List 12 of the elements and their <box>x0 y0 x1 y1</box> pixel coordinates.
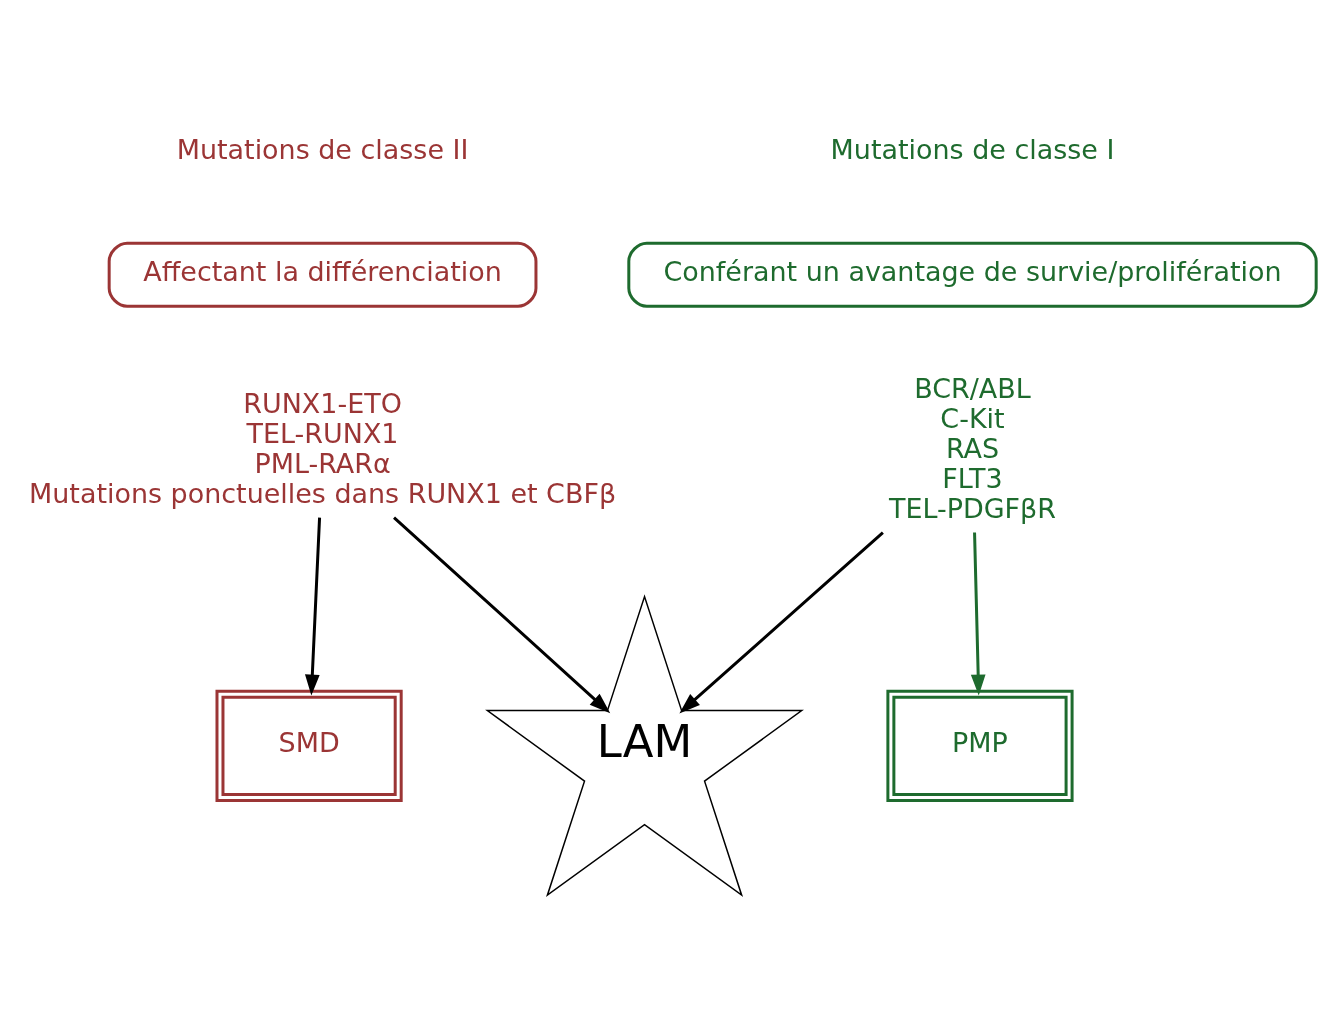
node-text: BCR/ABL C-Kit RAS FLT3 TEL-PDGFβR <box>889 373 1056 524</box>
node-box: PMP <box>886 689 1074 802</box>
node-text: RUNX1-ETO TEL-RUNX1 PML-RARα Mutations ponctuelles dans RUNX1 et CBFβ <box>29 388 617 509</box>
node-box: Affectant la différenciation <box>107 241 538 308</box>
arrow <box>304 517 322 696</box>
label: Mutations de classe II <box>176 133 469 165</box>
arrow <box>679 531 884 714</box>
label: Mutations de classe I <box>830 133 1115 165</box>
arrow <box>393 516 611 714</box>
arrow <box>970 532 986 696</box>
node-box: Conférant un avantage de survie/prolifération <box>627 241 1318 308</box>
node-box: SMD <box>215 689 403 802</box>
